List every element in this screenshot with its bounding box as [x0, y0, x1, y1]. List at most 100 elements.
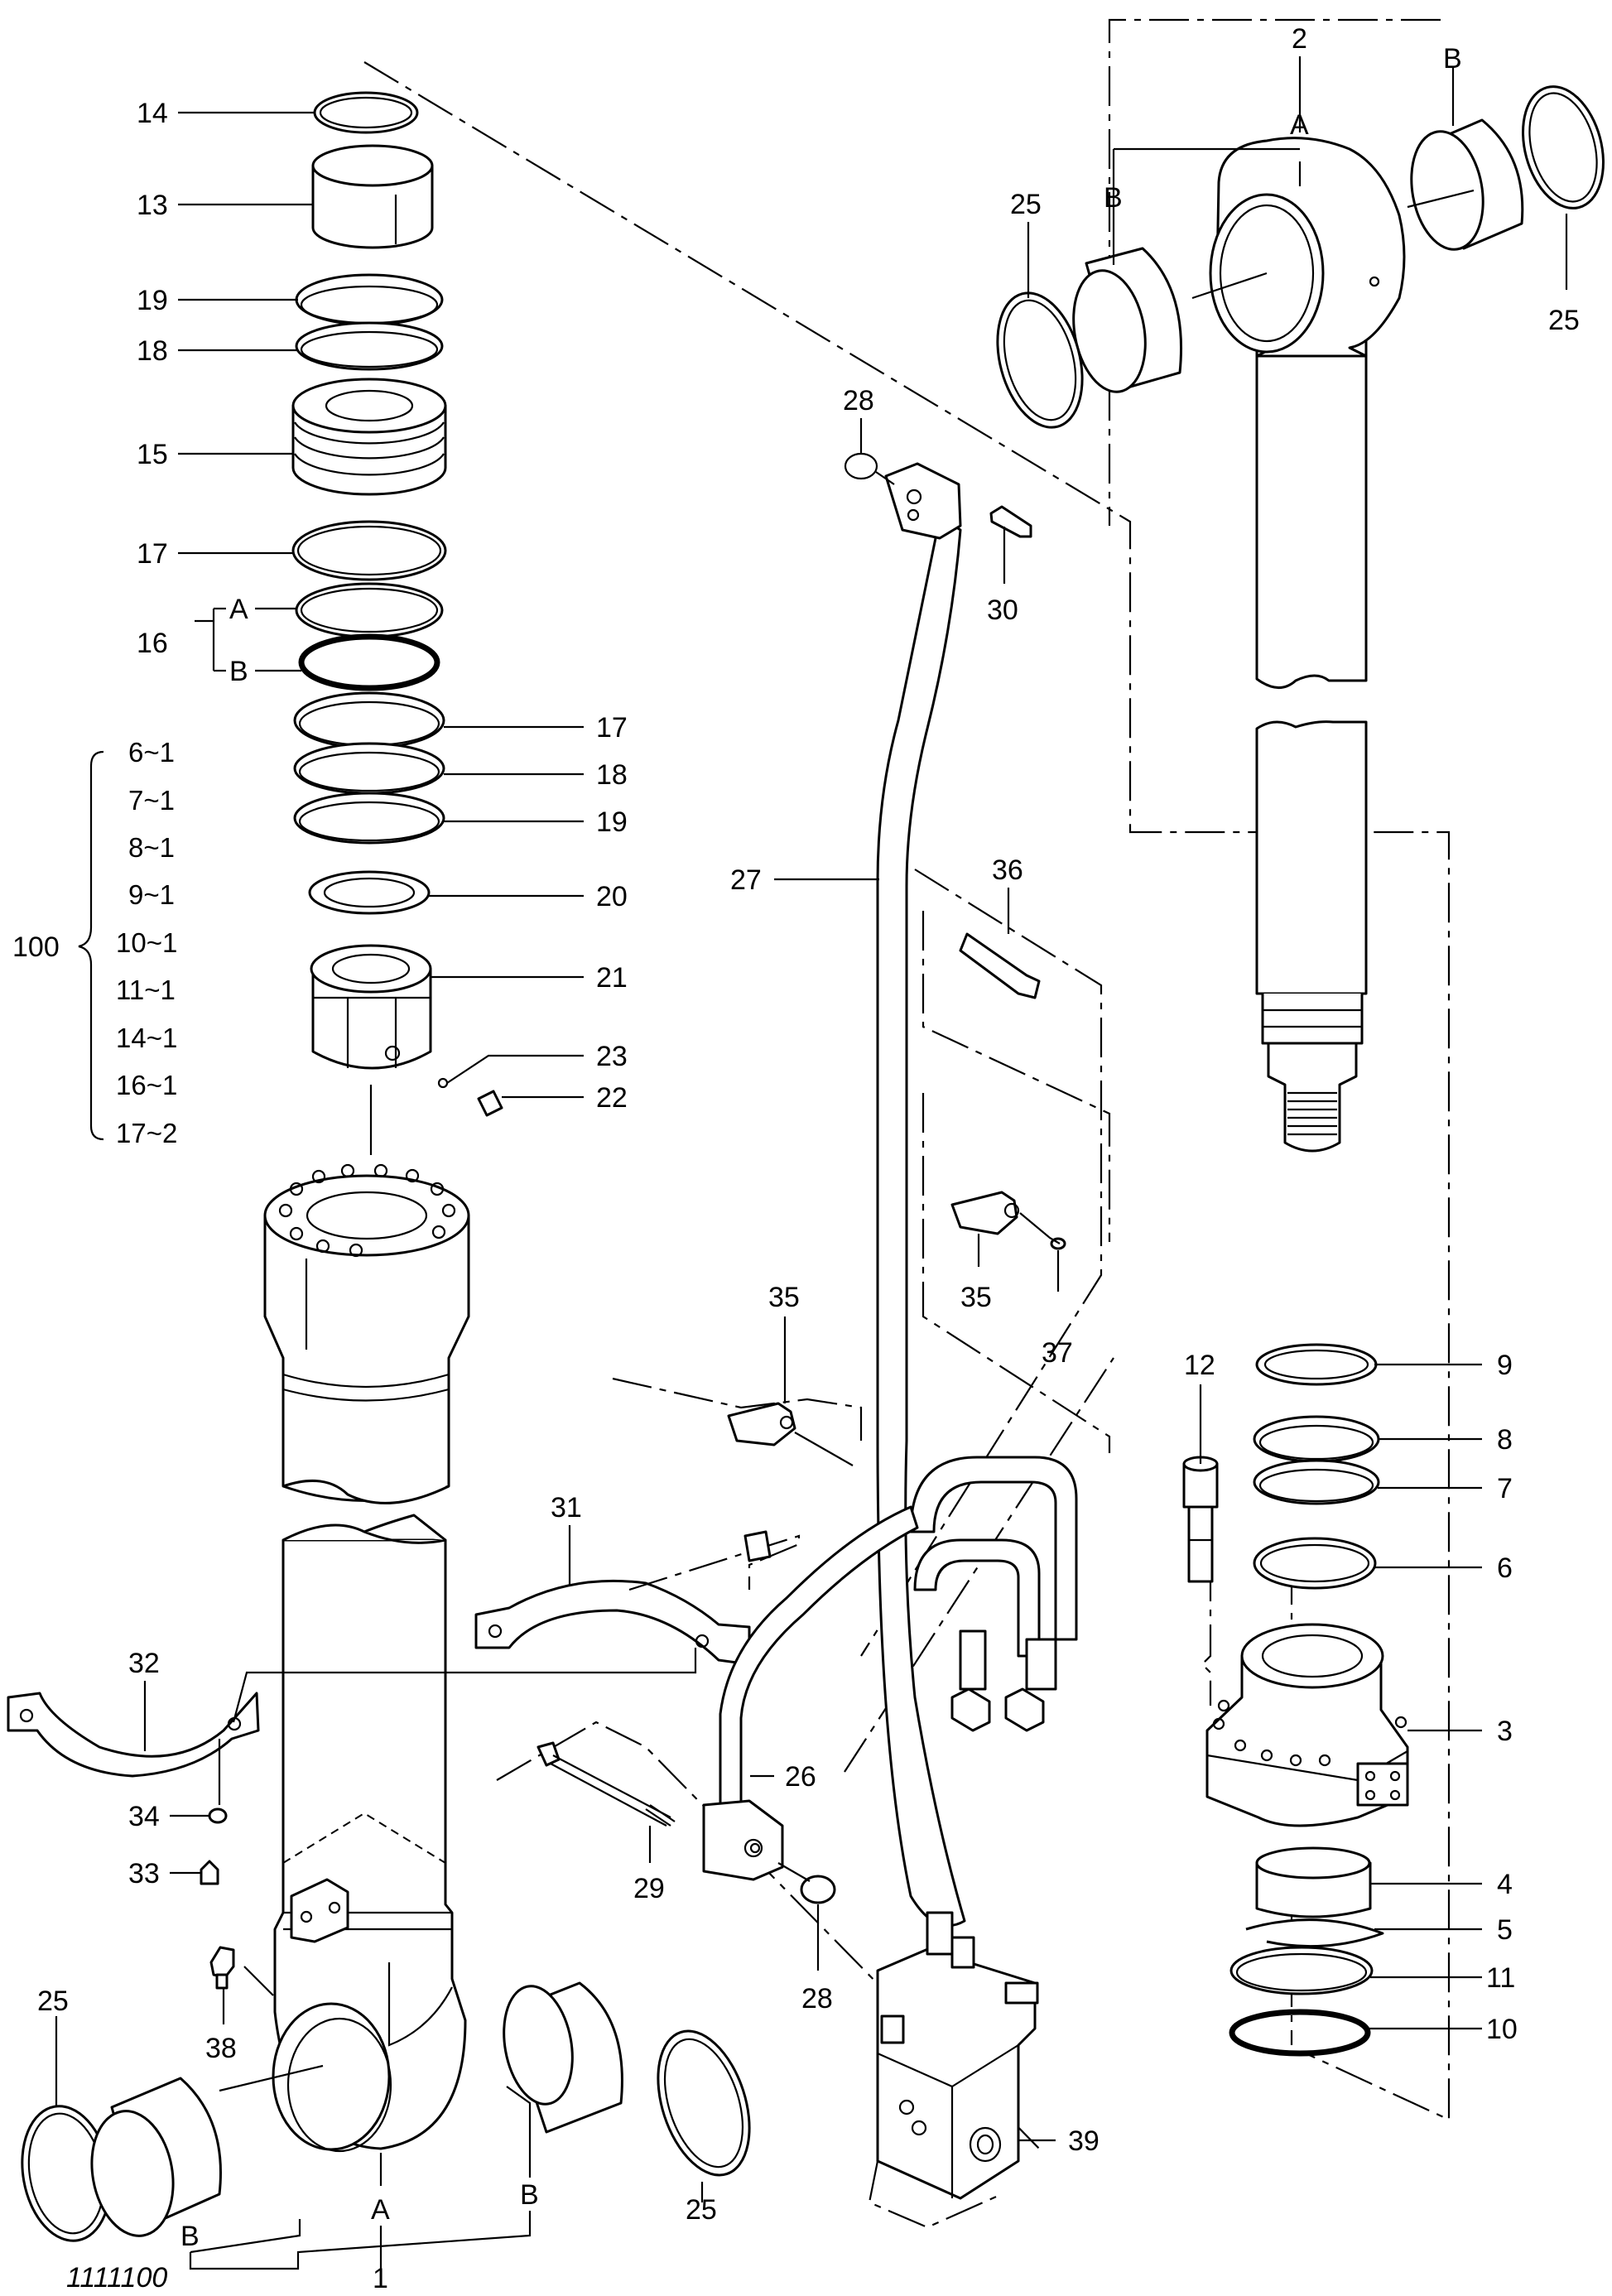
- ring-6: [1253, 1537, 1377, 1590]
- o-ring-28-lower: [800, 1875, 836, 1904]
- label-10: 10: [1486, 2014, 1518, 2045]
- label-25-lower-left: 25: [37, 1986, 69, 2017]
- label-5: 5: [1497, 1914, 1513, 1946]
- kit-item-4: 9~1: [128, 879, 175, 910]
- label-38: 38: [205, 2033, 237, 2064]
- label-27: 27: [730, 864, 762, 896]
- ring-19-top: [295, 273, 444, 326]
- label-16-B: B: [229, 656, 248, 687]
- label-31: 31: [551, 1492, 582, 1523]
- part-labels: 14 13 19 18 15 17 16 A B 17 18 19 20 21 …: [12, 23, 1580, 2294]
- label-14: 14: [137, 98, 168, 129]
- clamp-35-lower: [612, 1377, 863, 1446]
- washer-34: [208, 1807, 228, 1824]
- kit-item-1: 6~1: [128, 737, 175, 768]
- label-2-B-right: B: [1443, 43, 1462, 75]
- nut-21: [310, 944, 432, 1070]
- ring-17-top: [291, 520, 447, 581]
- label-32: 32: [128, 1648, 160, 1679]
- seal-25-upper-left: [996, 291, 1084, 429]
- set-screw-22: [477, 1090, 503, 1117]
- label-35-lower: 35: [768, 1282, 800, 1313]
- label-23: 23: [596, 1041, 628, 1072]
- ring-5: [1245, 1918, 1384, 1948]
- ring-18-top: [295, 321, 444, 371]
- kit-item-5: 10~1: [116, 927, 177, 958]
- grease-fitting-38: [209, 1946, 235, 1990]
- kit-item-7: 14~1: [116, 1023, 177, 1053]
- ring-8: [1253, 1415, 1380, 1463]
- label-18-top: 18: [137, 335, 168, 367]
- leader-lines: [55, 56, 1568, 2270]
- label-19-top: 19: [137, 285, 168, 316]
- label-28-upper: 28: [843, 385, 874, 416]
- valve-39: [876, 1911, 1039, 2200]
- cylinder-head-3: [1205, 1623, 1409, 1827]
- ring-17-bottom: [293, 691, 445, 749]
- ring-14: [313, 91, 419, 134]
- label-7: 7: [1497, 1473, 1513, 1504]
- label-12: 12: [1184, 1350, 1215, 1381]
- label-19-bottom: 19: [596, 806, 628, 838]
- ring-9: [1255, 1343, 1378, 1386]
- bushing-B-left: [90, 2077, 222, 2237]
- kit-item-6: 11~1: [116, 975, 176, 1005]
- washer-20: [308, 870, 431, 915]
- label-21: 21: [596, 962, 628, 994]
- label-2-B-left: B: [1104, 182, 1123, 214]
- seal-25-left: [21, 2105, 112, 2242]
- label-17-bottom: 17: [596, 712, 628, 744]
- ring-10: [1229, 2009, 1371, 2057]
- drawing-id: 1111100: [66, 2262, 167, 2294]
- clamp-32: [7, 1692, 260, 1778]
- ring-11: [1229, 1946, 1374, 1995]
- label-2: 2: [1292, 23, 1307, 55]
- seal-25-upper-right: [1522, 85, 1605, 209]
- label-25-lower-right: 25: [686, 2194, 717, 2226]
- label-8: 8: [1497, 1424, 1513, 1456]
- label-1-B-right: B: [520, 2179, 539, 2211]
- ball-23: [437, 1077, 449, 1089]
- label-26: 26: [785, 1761, 816, 1793]
- bushing-B-upper-left: [1072, 247, 1183, 393]
- label-1: 1: [373, 2263, 388, 2294]
- kit-item-9: 17~2: [116, 1118, 177, 1148]
- bolt-36: [921, 911, 1111, 1242]
- ring-16-A: [295, 582, 444, 638]
- bolt-12: [1182, 1456, 1219, 1583]
- kit-item-3: 8~1: [128, 832, 175, 863]
- tube-loop: [909, 1456, 1078, 1732]
- label-11: 11: [1486, 1962, 1515, 1994]
- label-39: 39: [1068, 2125, 1100, 2157]
- label-20: 20: [596, 881, 628, 912]
- label-36: 36: [992, 854, 1023, 886]
- label-35-upper: 35: [960, 1282, 992, 1313]
- bushing-13: [311, 144, 434, 249]
- label-16-A: A: [229, 594, 248, 625]
- label-25-upper-left: 25: [1010, 189, 1042, 220]
- label-18-bottom: 18: [596, 759, 628, 791]
- label-6: 6: [1497, 1552, 1513, 1584]
- label-15: 15: [137, 439, 168, 470]
- bolt-29: [537, 1741, 676, 1827]
- label-2-A: A: [1290, 109, 1309, 141]
- label-25-upper-right: 25: [1548, 305, 1580, 336]
- label-29: 29: [633, 1873, 665, 1904]
- label-4: 4: [1497, 1869, 1513, 1900]
- tube-27: [844, 452, 966, 1928]
- label-37: 37: [1042, 1337, 1073, 1369]
- ring-16-B: [298, 633, 440, 691]
- label-22: 22: [596, 1082, 628, 1114]
- label-3: 3: [1497, 1716, 1513, 1747]
- label-28-lower: 28: [801, 1983, 833, 2014]
- bolt-33: [200, 1860, 219, 1885]
- label-30: 30: [987, 594, 1018, 626]
- label-1-A: A: [371, 2194, 390, 2226]
- clamp-35-upper: [921, 1093, 1111, 1453]
- label-1-B-left: B: [180, 2221, 200, 2252]
- bolt-30: [989, 505, 1032, 538]
- ring-7: [1253, 1459, 1380, 1505]
- cylinder-tube-1: [263, 1085, 470, 2153]
- piston-15: [291, 378, 447, 496]
